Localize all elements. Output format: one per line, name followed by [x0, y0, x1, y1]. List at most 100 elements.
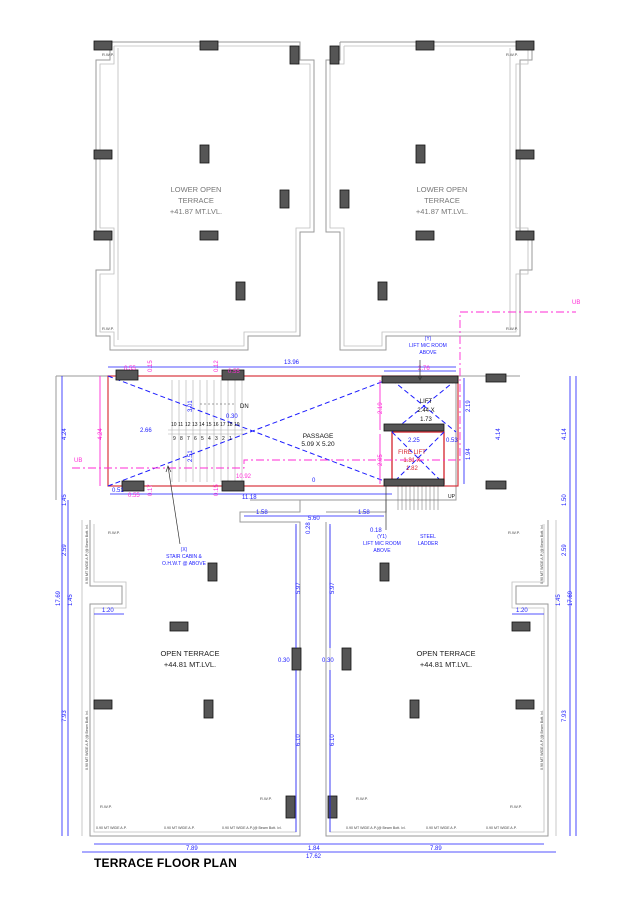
passage-label: PASSAGE [303, 433, 334, 440]
lift-room-bottom-2: LIFT M/C ROOM [363, 541, 401, 547]
ub-line [72, 311, 576, 469]
step-2: 2 [222, 436, 225, 442]
step-9: 9 [173, 436, 176, 442]
step-15: 15 [206, 422, 212, 428]
step-8: 8 [180, 436, 183, 442]
ub-left-label: UB [74, 458, 82, 464]
rwp-5: R.W.P. [108, 530, 120, 535]
dim-2-59a: 2.59 [62, 544, 68, 556]
upper-right-terrace [325, 41, 533, 351]
step-1: 1 [229, 436, 232, 442]
lift-room-top-2: LIFT M/C ROOM [409, 343, 447, 349]
beam-note-1: 0.90 MT WIDE A.P. [96, 826, 127, 830]
rwp-3: R.W.P. [102, 326, 114, 331]
dim-2-76: 2.76 [418, 366, 430, 372]
steel-ladder-1: STEEL [420, 534, 436, 540]
rwp-8: R.W.P. [260, 796, 272, 801]
steel-ladder-2: LADDER [418, 541, 439, 547]
dim-17-69a: 17.69 [56, 590, 62, 606]
steel-ladder-treads [397, 486, 439, 510]
dim-1-45: 1.45 [62, 494, 68, 506]
rwp-6: R.W.P. [508, 530, 520, 535]
dim-1-45c: 1.45 [556, 594, 562, 606]
up-label: UP [448, 494, 456, 500]
beam-note-v2: 0.90 MT WIDE A.P.(@ Beam Bott. lvl. [85, 710, 89, 770]
dim-6-10b: 6.10 [330, 734, 336, 746]
step-18: 18 [227, 422, 233, 428]
step-6: 6 [194, 436, 197, 442]
dim-1-20a: 1.20 [102, 608, 114, 614]
dim-1-58a: 1.58 [256, 510, 268, 516]
beam-note-5: 0.90 MT WIDE A.P. [426, 826, 457, 830]
fire-lift-size-1: 1.81 X [403, 458, 420, 464]
rwp-1: R.W.P. [102, 52, 114, 57]
lift-size-1: 2.44 X [417, 408, 434, 414]
open-terrace-right-line1: OPEN TERRACE [416, 649, 475, 658]
step-11: 11 [178, 422, 183, 428]
beam-note-4: 0.90 MT WIDE A.P.(@ Beam Bott. lvl. [346, 826, 406, 830]
step-7: 7 [187, 436, 190, 442]
dim-11-18: 11.18 [242, 495, 257, 501]
dim-0-18: 0.18 [370, 528, 382, 534]
lower-terrace-left-line3: +41.87 MT.LVL. [170, 207, 222, 216]
lift-room-top-3: ABOVE [419, 350, 437, 356]
rwp-2: R.W.P. [506, 52, 518, 57]
dn-label: DN [240, 404, 249, 410]
rwp-10: R.W.P. [510, 804, 522, 809]
dim-6-10a: 6.10 [296, 734, 302, 746]
dim-7-93b: 7.93 [562, 710, 568, 722]
dim-0-15a: 0.15 [148, 360, 154, 372]
dim-2-19a: 2.19 [378, 402, 384, 414]
dim-0-12: 0.12 [214, 360, 220, 372]
dim-2-19b: 2.19 [466, 400, 472, 412]
rwp-9: R.W.P. [356, 796, 368, 801]
ub-right-label: UB [572, 300, 580, 306]
dim-2-51: 2.51 [188, 450, 194, 462]
step-10: 10 [171, 422, 177, 428]
passage-size: 5.09 X 5.20 [301, 441, 335, 448]
dim-7-93a: 7.93 [62, 710, 68, 722]
lower-terrace-left-line1: LOWER OPEN [171, 185, 222, 194]
dim-0-15b: 0.15 [214, 484, 220, 496]
dim-1-84: 1.84 [308, 846, 320, 852]
dim-0: 0 [312, 478, 316, 484]
open-terrace-right-line2: +44.81 MT.LVL. [420, 660, 472, 669]
step-14: 14 [199, 422, 205, 428]
beam-note-2: 0.90 MT WIDE A.P. [164, 826, 195, 830]
dim-2-25: 2.25 [408, 438, 420, 444]
step-17: 17 [220, 422, 226, 428]
lift-room-bottom-3: ABOVE [373, 548, 391, 554]
dimension-texts: 13.96 2.76 0.55 0.15 0.12 0.55 4.24 4.24… [56, 360, 574, 860]
step-12: 12 [185, 422, 191, 428]
step-16: 16 [213, 422, 219, 428]
step-5: 5 [201, 436, 204, 442]
dim-0-55b: 0.55 [228, 369, 240, 375]
open-terrace-left-line1: OPEN TERRACE [160, 649, 219, 658]
drawing-title: TERRACE FLOOR PLAN [94, 856, 237, 870]
stair-cabin-2: STAIR CABIN & [166, 554, 202, 560]
dim-0-17: 0.17 [148, 484, 154, 496]
open-terrace-left-line2: +44.81 MT.LVL. [164, 660, 216, 669]
dim-7-89b: 7.89 [430, 846, 442, 852]
beam-note-3: 0.90 MT WIDE A.P.(@ Beam Bott. lvl. [222, 826, 282, 830]
lift-room-bottom-1: (Y1) [377, 534, 387, 540]
dim-2-66: 2.66 [140, 428, 152, 434]
beam-note-v1: 0.90 MT WIDE A.P.(@ Beam Bott. lvl. [85, 524, 89, 584]
stair-cabin-3: O.H.W.T @ ABOVE [162, 561, 207, 567]
leader-arrows [165, 360, 423, 545]
dim-0-53: 0.53 [446, 438, 458, 444]
dim-4-24b: 4.24 [98, 428, 104, 440]
dim-4-14b: 4.14 [496, 428, 502, 440]
lift-size-2: 1.73 [420, 417, 432, 423]
stair-treads [168, 380, 246, 482]
dim-5-60: 5.60 [308, 516, 320, 522]
dim-1-20b: 1.20 [516, 608, 528, 614]
dimension-lines [61, 366, 577, 853]
beam-notes: 0.90 MT WIDE A.P. 0.90 MT WIDE A.P. 0.90… [85, 524, 544, 830]
dim-0-30b: 0.30 [278, 658, 290, 664]
beam-note-6: 0.90 MT WIDE A.P. [486, 826, 517, 830]
lower-terrace-right-line1: LOWER OPEN [417, 185, 468, 194]
stair-cabin-1: (X) [181, 547, 188, 553]
dim-0-55a: 0.55 [124, 366, 136, 372]
dim-4-24a: 4.24 [62, 428, 68, 440]
